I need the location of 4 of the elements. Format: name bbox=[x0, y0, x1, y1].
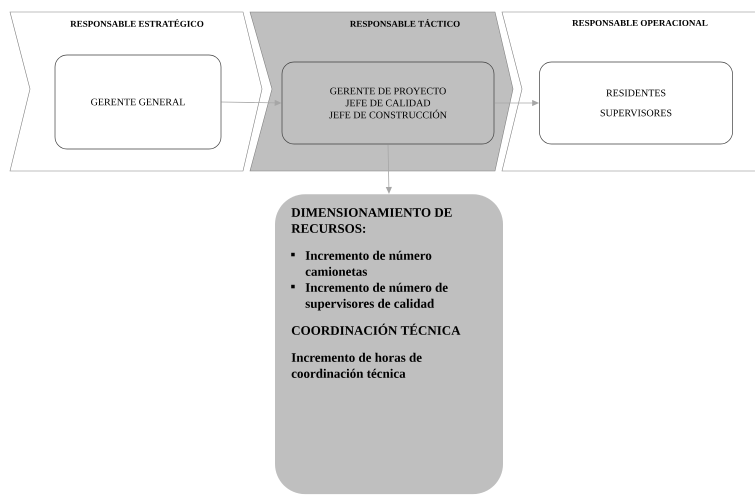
role-box: GERENTE DE PROYECTO JEFE DE CALIDAD JEFE DE CONSTRUCCIÓN bbox=[282, 62, 494, 144]
role-box: RESIDENTES SUPERVISORES bbox=[539, 62, 733, 144]
role-box: GERENTE GENERAL bbox=[54, 54, 222, 150]
resource-box: DIMENSIONAMIENTO DE RECURSOS: Incremento de número camionetas Incremento de número de supervisores de calidad COORDINACIÓN TÉCNICA Incremento de horas de coordinación técnica bbox=[275, 194, 503, 494]
